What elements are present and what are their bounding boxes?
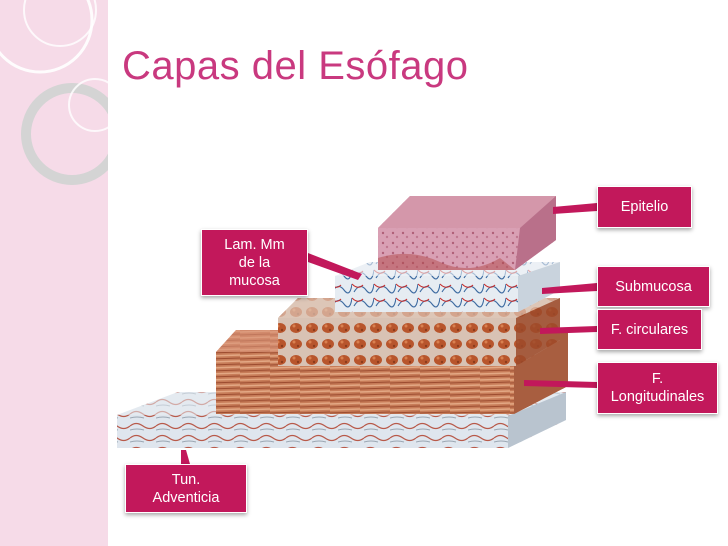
label-tunica-adventicia: Tun. Adventicia (125, 464, 247, 513)
label-epitelio: Epitelio (597, 186, 692, 228)
label-lamina-muscularis-mucosa: Lam. Mm de la mucosa (201, 229, 308, 296)
label-fibras-circulares: F. circulares (597, 309, 702, 350)
label-fibras-longitudinales: F. Longitudinales (597, 362, 718, 414)
label-submucosa: Submucosa (597, 266, 710, 307)
decorative-circles (0, 0, 108, 185)
slide-title: Capas del Esófago (122, 44, 469, 88)
